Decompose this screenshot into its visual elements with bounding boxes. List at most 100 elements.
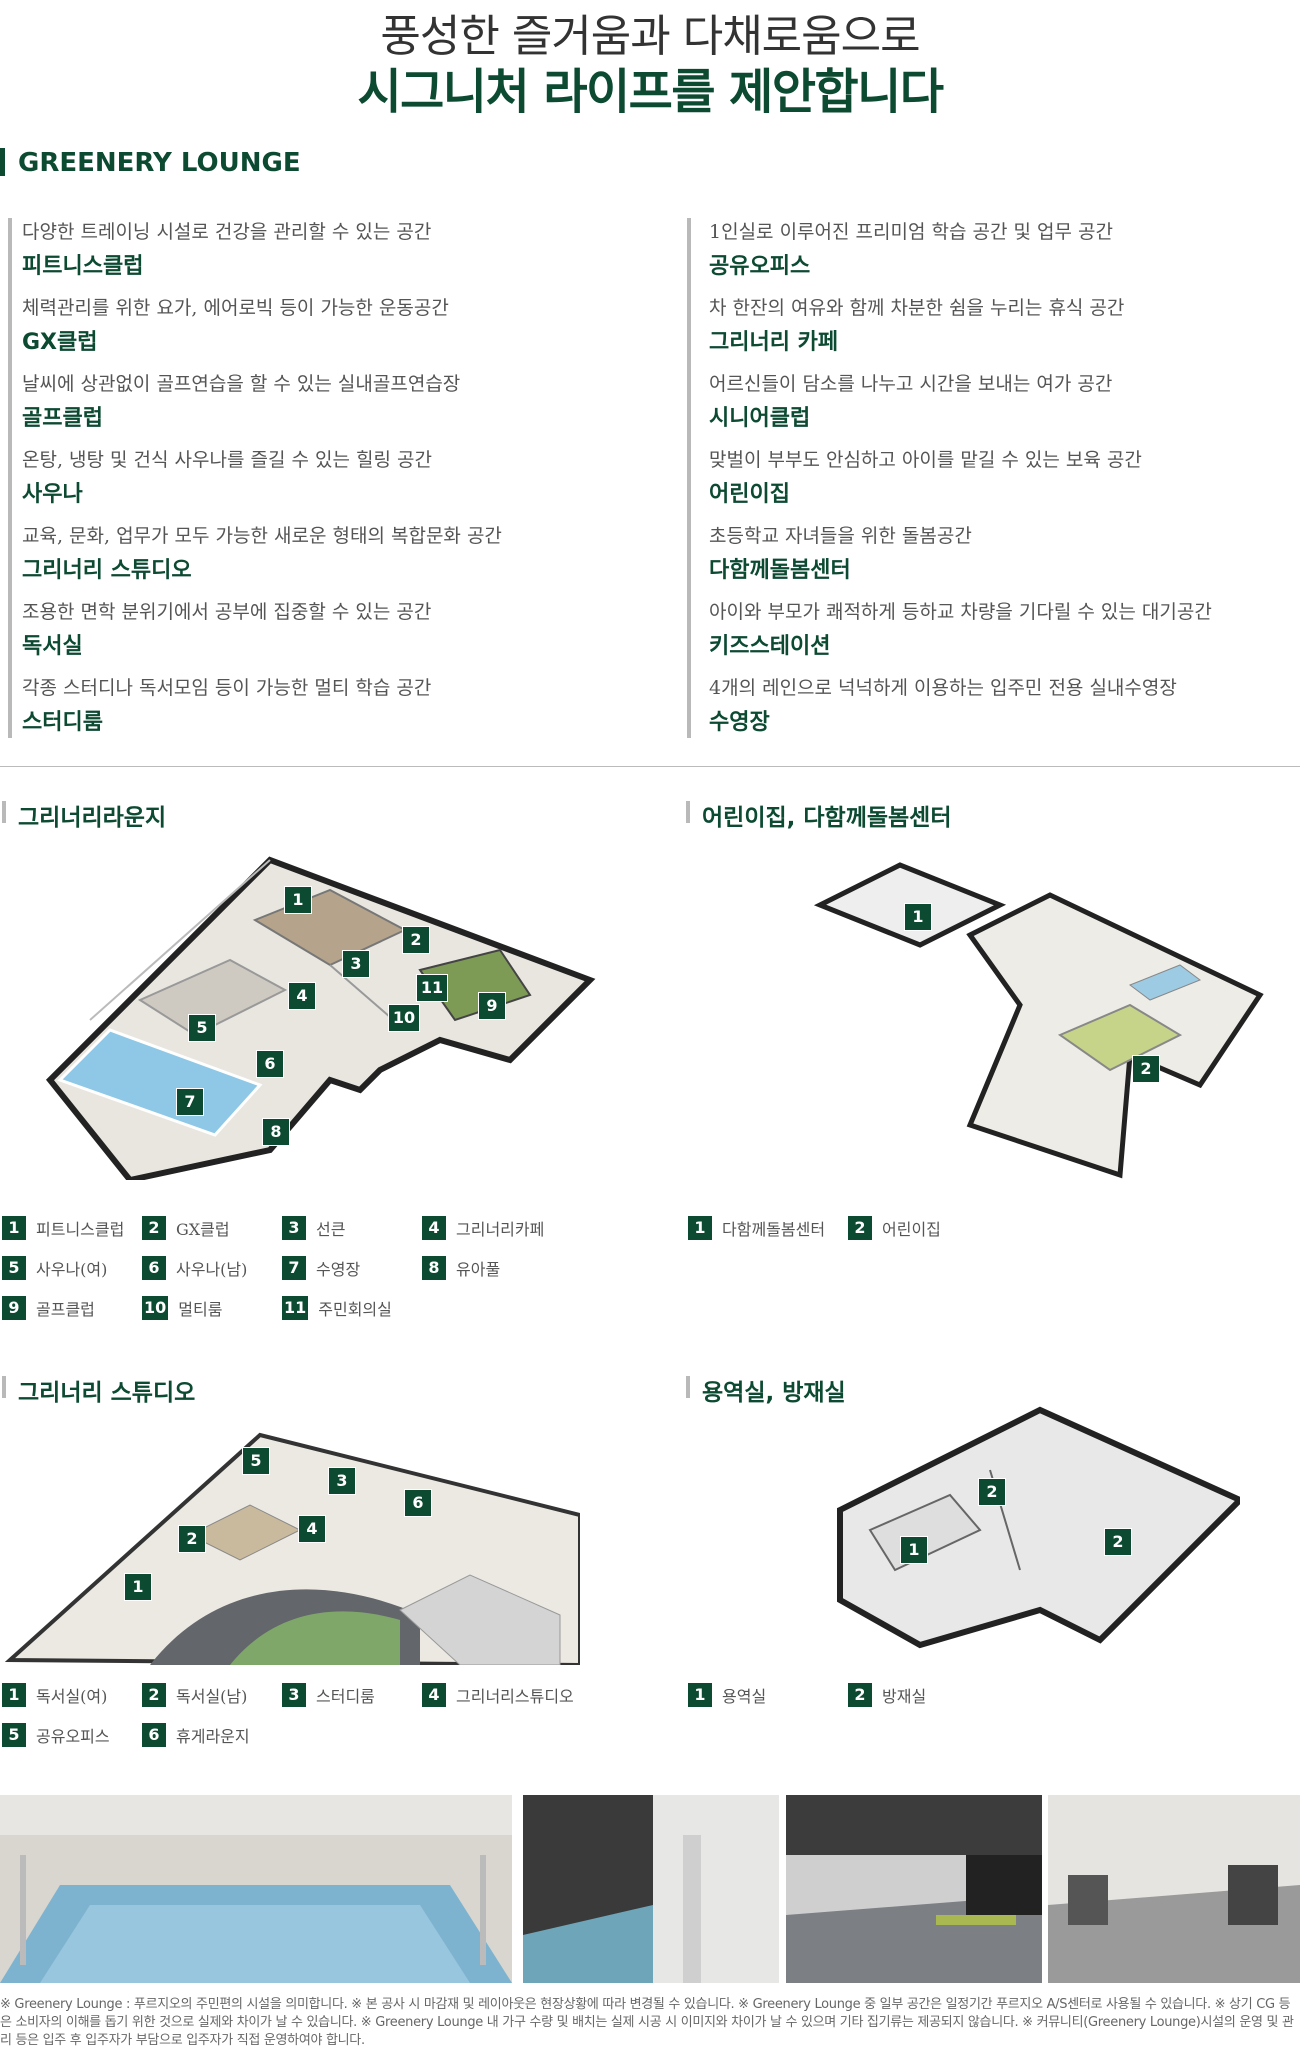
legend-number-badge: 1 (688, 1216, 712, 1240)
facility-name: 스터디룸 (22, 710, 103, 735)
facility-name: 공유오피스 (709, 254, 811, 279)
legend-label: 스터디룸 (316, 1687, 375, 1706)
marker-gx: 2 (402, 926, 430, 954)
plan-title-childcare: 어린이집, 다함께돌봄센터 (686, 798, 952, 832)
facility-desc: 맞벌이 부부도 안심하고 아이를 맡길 수 있는 보육 공간 (709, 449, 1142, 471)
headline-line1: 풍성한 즐거움과 다채로움으로 (380, 11, 920, 62)
facility-desc: 4개의 레인으로 넉넉하게 이용하는 입주민 전용 실내수영장 (709, 677, 1177, 699)
right-list-bar (687, 218, 691, 738)
legend-number-badge: 5 (2, 1256, 26, 1280)
legend-label: 그리너리스튜디오 (456, 1687, 574, 1706)
legend-number-badge: 4 (422, 1216, 446, 1240)
legend-number-badge: 1 (2, 1216, 26, 1240)
legend-label: 사우나(남) (176, 1260, 248, 1279)
footnote: ※ Greenery Lounge : 푸르지오의 주민편의 시설을 의미합니다… (0, 1997, 1294, 2048)
facility-name: 독서실 (22, 634, 83, 659)
legend-number-badge: 2 (848, 1216, 872, 1240)
marker-disaster-room: 2 (1104, 1528, 1132, 1556)
legend-label: 공유오피스 (36, 1727, 110, 1746)
legend-item: 1 다함께돌봄센터 (688, 1216, 825, 1240)
legend-number-badge: 6 (142, 1256, 166, 1280)
legend-label: 휴게라운지 (176, 1727, 250, 1746)
childcare-plan-drawing (813, 862, 1264, 1179)
marker-meeting: 11 (416, 974, 448, 1002)
studio-plan-drawing (4, 1432, 582, 1668)
legend-number-badge: 11 (282, 1296, 309, 1320)
plan-title-storage: 용역실, 방재실 (686, 1373, 846, 1407)
marker-reading-f: 1 (124, 1573, 152, 1601)
studio-floor-plan: 1 2 3 4 5 6 (0, 1415, 582, 1668)
marker-golf: 9 (478, 992, 506, 1020)
facility-desc: 체력관리를 위한 요가, 에어로빅 등이 가능한 운동공간 (22, 297, 449, 319)
marker-sauna-f: 5 (188, 1014, 216, 1042)
storage-floor-plan: 2 1 2 (800, 1400, 1246, 1650)
legend-number-badge: 9 (2, 1296, 26, 1320)
legend-label: 독서실(여) (36, 1687, 108, 1706)
legend-label: 수영장 (316, 1260, 361, 1279)
facility-name: GX클럽 (22, 330, 98, 355)
legend-label: 주민회의실 (318, 1300, 392, 1319)
facility-name: 키즈스테이션 (709, 634, 831, 659)
facility-name: 수영장 (709, 710, 770, 735)
lounge-floor-plan: 1 2 3 4 5 6 7 8 9 10 11 (0, 850, 600, 1184)
marker-care-center: 1 (904, 903, 932, 931)
legend-label: 다함께돌봄센터 (722, 1220, 826, 1239)
marker-reading-m: 2 (178, 1525, 206, 1553)
section-label: GREENERY LOUNGE (18, 148, 301, 178)
marker-lounge: 6 (404, 1489, 432, 1517)
facility-desc: 어르신들이 담소를 나누고 시간을 보내는 여가 공간 (709, 373, 1113, 395)
childcare-floor-plan: 1 2 (800, 855, 1270, 1195)
facility-desc: 1인실로 이루어진 프리미엄 학습 공간 및 업무 공간 (709, 221, 1113, 243)
legend-label: 그리너리카페 (456, 1220, 545, 1239)
marker-sunken: 3 (342, 950, 370, 978)
facility-item: 체력관리를 위한 요가, 에어로빅 등이 가능한 운동공간 GX클럽 (22, 293, 449, 356)
marker-multiroom: 10 (388, 1004, 420, 1032)
section-divider (0, 766, 1300, 767)
facility-desc: 조용한 면학 분위기에서 공부에 집중할 수 있는 공간 (22, 601, 432, 623)
photo-sauna (523, 1795, 779, 1983)
left-list-bar (8, 218, 12, 738)
legend-number-badge: 8 (422, 1256, 446, 1280)
legend-label: 어린이집 (882, 1220, 941, 1239)
facility-name: 골프클럽 (22, 406, 103, 431)
facility-desc: 온탕, 냉탕 및 건식 사우나를 즐길 수 있는 힐링 공간 (22, 449, 432, 471)
plan-title-studio: 그리너리 스튜디오 (2, 1373, 195, 1407)
photo-golf (786, 1795, 1042, 1983)
storage-plan-drawing (837, 1406, 1246, 1649)
marker-cafe: 4 (288, 982, 316, 1010)
facility-desc: 초등학교 자녀들을 위한 돌봄공간 (709, 525, 972, 547)
legend-label: 멀티룸 (178, 1300, 223, 1319)
marker-studio: 4 (298, 1515, 326, 1543)
facility-desc: 다양한 트레이닝 시설로 건강을 관리할 수 있는 공간 (22, 221, 432, 243)
facility-name: 피트니스클럽 (22, 254, 144, 279)
legend-item: 11 주민회의실 (282, 1296, 392, 1320)
legend-number-badge: 2 (848, 1683, 872, 1707)
legend-item: 2 어린이집 (848, 1216, 941, 1240)
photo-fitness (1048, 1795, 1300, 1983)
facility-desc: 날씨에 상관없이 골프연습을 할 수 있는 실내골프연습장 (22, 373, 461, 395)
legend-number-badge: 2 (142, 1216, 166, 1240)
legend-number-badge: 5 (2, 1723, 26, 1747)
plan-title-lounge: 그리너리라운지 (2, 798, 166, 832)
